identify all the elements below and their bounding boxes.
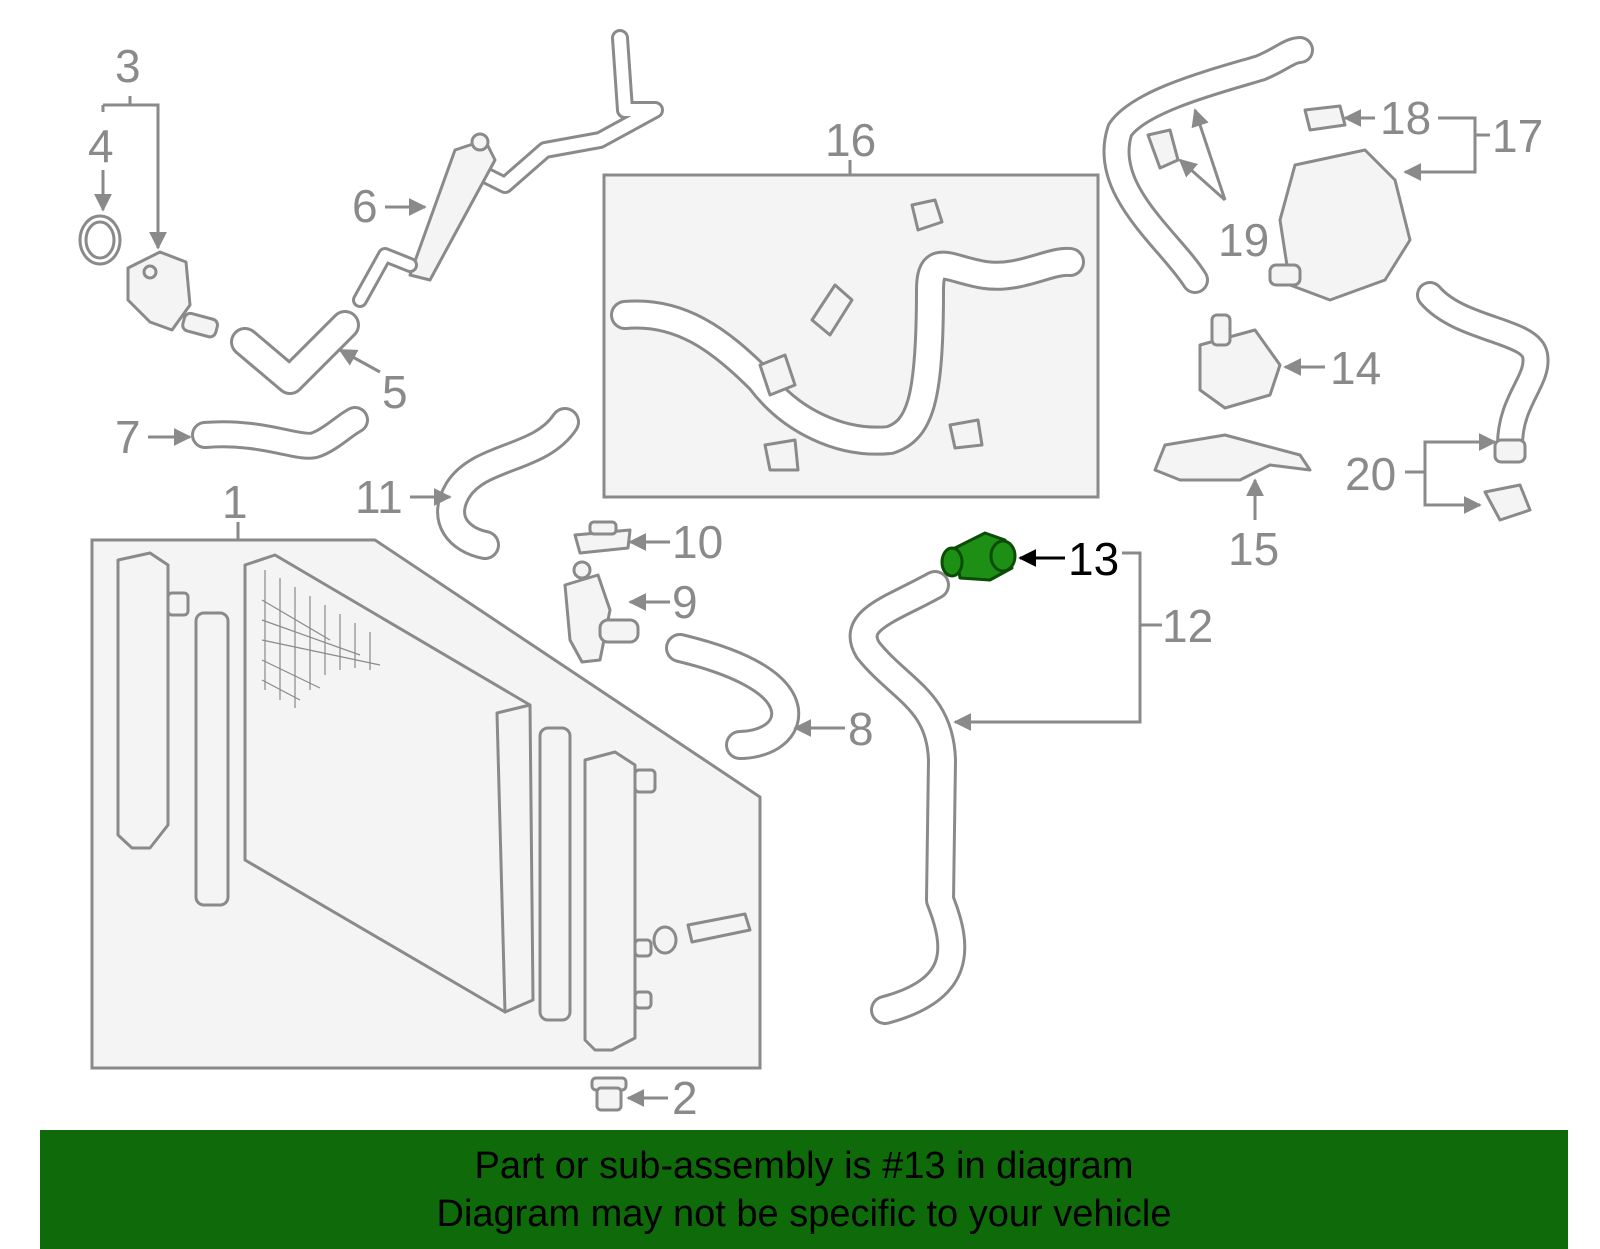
callout-13-highlighted: 13: [1068, 533, 1119, 585]
part-13-fitting-highlighted[interactable]: [940, 531, 1017, 582]
callout-5: 5: [382, 366, 408, 418]
leader-lines: [94, 96, 1497, 1107]
callout-11: 11: [355, 471, 403, 523]
banner-line-1: Part or sub-assembly is #13 in diagram: [474, 1145, 1134, 1187]
part-11-hose[interactable]: [436, 407, 580, 560]
callout-3: 3: [115, 40, 141, 92]
part-16-hose-kit[interactable]: [602, 173, 1100, 499]
callout-10: 10: [672, 516, 723, 568]
info-banner: Part or sub-assembly is #13 in diagram D…: [40, 1130, 1568, 1249]
radiator-assembly[interactable]: [90, 538, 762, 1070]
part-5-hose[interactable]: [230, 310, 360, 395]
callout-17: 17: [1492, 110, 1543, 162]
part-12-hose[interactable]: [848, 570, 967, 1025]
callout-2: 2: [672, 1072, 698, 1124]
part-9-valve[interactable]: [563, 560, 640, 664]
callout-14: 14: [1330, 342, 1381, 394]
banner-line-2: Diagram may not be specific to your vehi…: [436, 1193, 1172, 1235]
part-6-water-pipe[interactable]: [352, 29, 664, 308]
part-15-bracket[interactable]: [1153, 433, 1312, 482]
callout-numbers: 1 2 3 4 5 6 7 8 9 10 11 12 13 14 15 16 1…: [88, 40, 1543, 1124]
radiator-core-grid: [261, 570, 381, 708]
part-4-gasket[interactable]: [78, 214, 122, 266]
part-17-reservoir[interactable]: [1268, 148, 1412, 302]
callout-12: 12: [1162, 600, 1213, 652]
callout-16: 16: [825, 114, 876, 166]
part-8-hose[interactable]: [665, 633, 801, 760]
callout-9: 9: [672, 576, 698, 628]
part-7-hose[interactable]: [191, 406, 369, 460]
callout-7: 7: [115, 411, 141, 463]
part-14-pump[interactable]: [1198, 313, 1282, 410]
callout-18: 18: [1380, 92, 1431, 144]
part-18-cap[interactable]: [1303, 104, 1347, 132]
part-10-cap[interactable]: [573, 520, 632, 555]
callout-20: 20: [1345, 448, 1396, 500]
callout-1: 1: [222, 476, 248, 528]
callout-19: 19: [1218, 214, 1269, 266]
part-20-hose[interactable]: [1416, 281, 1550, 522]
part-3-water-outlet[interactable]: [126, 250, 219, 339]
callout-15: 15: [1228, 523, 1279, 575]
callout-4: 4: [88, 120, 114, 172]
parts-diagram: 1 2 3 4 5 6 7 8 9 10 11 12 13 14 15 16 1…: [78, 29, 1550, 1124]
callout-8: 8: [848, 703, 874, 755]
part-2-bushing[interactable]: [590, 1076, 628, 1112]
callout-6: 6: [352, 180, 378, 232]
part-19-hose[interactable]: [1102, 36, 1314, 294]
